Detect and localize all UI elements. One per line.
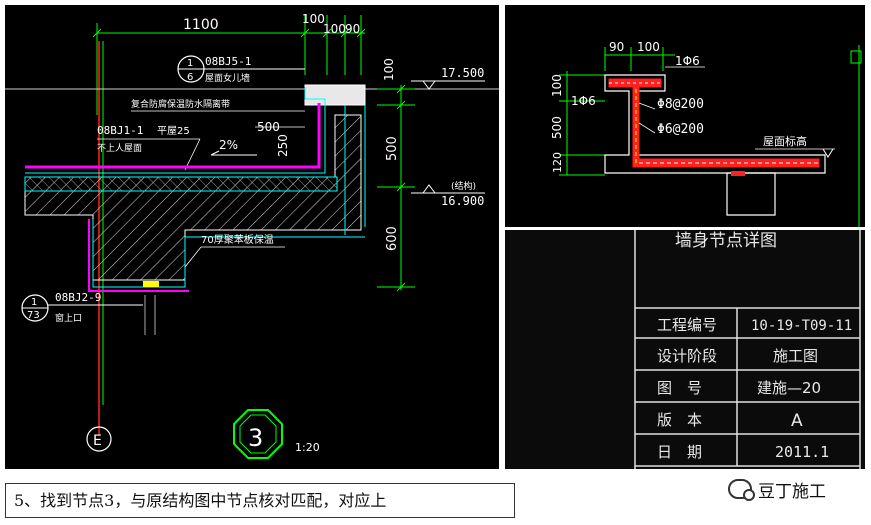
waterproof-note: 复合防腐保温防水隔离带 (131, 98, 230, 110)
callout-2-suffix: 平屋25 (157, 125, 190, 137)
insulation-note: 70厚聚苯板保温 (201, 233, 274, 246)
detail-rebar-top: 1Φ6 (675, 54, 700, 68)
callout-3-bottom: 73 (27, 310, 40, 321)
roof-structure (24, 84, 366, 335)
title-row-value: 2011.1 (775, 443, 829, 461)
dim-1100: 1100 (183, 17, 219, 33)
detail-cad-svg: 90 100 1Φ6 100 500 120 1Φ6 Φ8@200 Φ6@200… (550, 40, 862, 227)
detail-dim-100: 100 (637, 40, 660, 54)
callout-1-top: 1 (187, 58, 193, 69)
elevation-top-marker (411, 80, 485, 90)
elevation-mid-note: (结构) (451, 180, 476, 192)
dim-100-b: 100 (323, 22, 346, 36)
dim-90: 90 (345, 22, 360, 36)
callout-1-bottom: 6 (187, 72, 193, 83)
detail-top-dimension (604, 47, 675, 71)
title-block-title: 墙身节点详图 (675, 231, 777, 251)
title-row-label: 日 期 (657, 443, 702, 461)
detail-rebar-1: Φ8@200 (657, 97, 704, 112)
right-dimension (377, 84, 415, 292)
node-number: 3 (248, 424, 263, 452)
dim-100-a: 100 (302, 12, 325, 26)
inner-dim-250: 250 (276, 134, 290, 157)
callout-window-head (21, 294, 143, 322)
title-row-label: 工程编号 (657, 316, 717, 334)
title-row-value: 10-19-T09-11 (751, 318, 852, 334)
detail-dim-left-120: 120 (551, 152, 564, 173)
detail-dim-left-100: 100 (550, 74, 564, 97)
title-row-value: 施工图 (773, 347, 818, 365)
detail-cad-drawing: 90 100 1Φ6 100 500 120 1Φ6 Φ8@200 Φ6@200… (505, 5, 865, 227)
dim-right-100: 100 (382, 58, 396, 81)
inner-dim-500: 500 (257, 120, 280, 134)
dim-right-600: 600 (385, 226, 400, 251)
detail-rebar-2: Φ6@200 (657, 122, 704, 137)
slope-label: 2% (219, 138, 238, 152)
detail-left-dimension (559, 71, 605, 176)
detail-section (604, 74, 826, 216)
elevation-mid-marker (411, 184, 485, 194)
axis-label: E (93, 433, 102, 449)
callout-1-desc: 屋面女儿墙 (205, 72, 250, 84)
watermark-text: 豆丁施工 (758, 481, 826, 502)
node-octagon (233, 409, 283, 459)
title-row-label: 设计阶段 (657, 347, 717, 365)
elevation-top: 17.500 (441, 66, 484, 80)
callout-1-code: 08BJ5-1 (205, 55, 251, 68)
detail-rebar-left: 1Φ6 (571, 94, 596, 108)
callout-3-code: 08BJ2-9 (55, 291, 101, 304)
callout-2-code: 08BJ1-1 (97, 124, 143, 137)
title-row-value: A (791, 411, 803, 431)
scale-label: 1:20 (295, 441, 320, 454)
title-block-svg: 墙身节点详图 工程编号 10-19-T09-11 设计阶段 施工图 图 号 建施… (634, 230, 861, 469)
title-row-value: 建施—20 (757, 379, 821, 397)
wechat-icon (728, 479, 755, 501)
elevation-mid: 16.900 (441, 194, 484, 208)
main-cad-svg: 1100 100 100 90 1 6 08BJ5-1 屋面女儿墙 复合防腐保温… (5, 12, 499, 459)
detail-roof-label: 屋面标高 (763, 134, 807, 148)
title-row-label: 版 本 (657, 411, 702, 429)
title-block: 墙身节点详图 工程编号 10-19-T09-11 设计阶段 施工图 图 号 建施… (505, 230, 865, 469)
callout-3-desc: 窗上口 (55, 312, 82, 324)
dim-right-500: 500 (385, 136, 400, 161)
watermark: 豆丁施工 (728, 474, 826, 504)
caption-box: 5、找到节点3，与原结构图中节点核对匹配，对应上 (5, 483, 515, 518)
callout-2-desc: 不上人屋面 (97, 143, 142, 154)
callout-3-top: 1 (31, 297, 37, 308)
callout-parapet (177, 55, 305, 83)
top-dimension (92, 15, 366, 115)
axis-bubble (86, 426, 112, 452)
title-row-label: 图 号 (657, 379, 702, 397)
detail-dim-left-500: 500 (550, 116, 564, 139)
detail-dim-90: 90 (609, 40, 624, 54)
main-cad-drawing: 1100 100 100 90 1 6 08BJ5-1 屋面女儿墙 复合防腐保温… (5, 5, 499, 469)
